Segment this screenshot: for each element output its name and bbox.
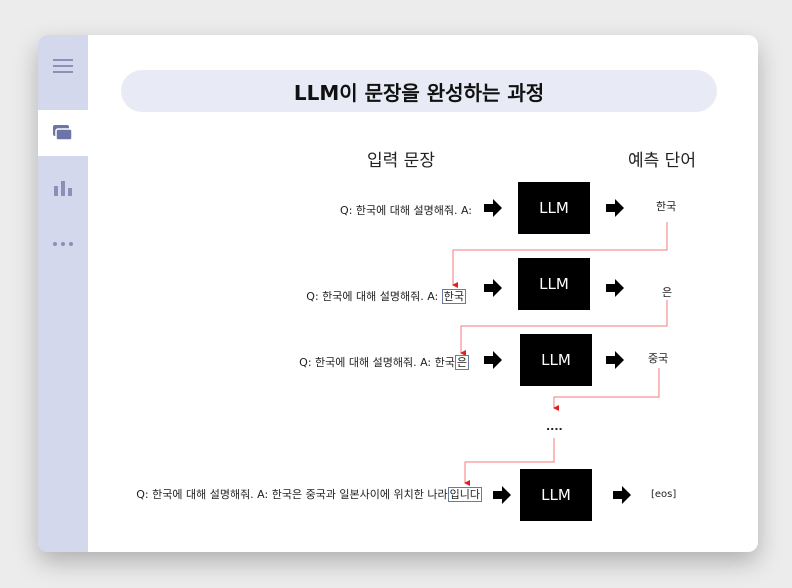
input-sentence-1: Q: 한국에 대해 설명해줘. A: — [340, 202, 472, 218]
more-icon[interactable] — [38, 221, 88, 267]
arrow-right-icon — [484, 199, 502, 217]
predicted-word-1: 한국 — [656, 200, 677, 213]
connector-2 — [460, 300, 668, 356]
prefix: Q: 한국에 대해 설명해줘. A: 한국은 중국과 일본사이에 위치한 나라 — [136, 488, 448, 501]
predicted-word-2: 은 — [662, 286, 673, 299]
sidebar — [38, 35, 88, 552]
new-token-highlight: 입니다 — [447, 487, 482, 502]
new-token-highlight: 한국 — [441, 289, 466, 304]
arrow-right-icon — [484, 279, 502, 297]
prefix: Q: 한국에 대해 설명해줘. A: — [340, 204, 472, 217]
llm-box: LLM — [520, 334, 592, 386]
slide-title: LLM이 문장을 완성하는 과정 — [121, 70, 717, 112]
ellipsis: .... — [546, 420, 563, 433]
arrow-right-icon — [484, 351, 502, 369]
chart-icon[interactable] — [38, 165, 88, 211]
arrow-right-icon — [606, 279, 624, 297]
llm-box: LLM — [520, 469, 592, 521]
input-header: 입력 문장 — [367, 151, 435, 171]
output-header: 예측 단어 — [628, 151, 696, 171]
arrow-right-icon — [606, 351, 624, 369]
input-sentence-2: Q: 한국에 대해 설명해줘. A: 한국 — [306, 288, 466, 304]
arrow-right-icon — [493, 486, 511, 504]
arrow-right-icon — [606, 199, 624, 217]
new-token-highlight: 은 — [454, 355, 469, 370]
prefix: Q: 한국에 대해 설명해줘. A: — [306, 290, 442, 303]
llm-box: LLM — [518, 182, 590, 234]
slide-card: LLM이 문장을 완성하는 과정 — [38, 35, 758, 552]
connector-4 — [464, 438, 555, 486]
llm-box: LLM — [518, 258, 590, 310]
menu-icon[interactable] — [38, 43, 88, 89]
predicted-word-3: 중국 — [648, 352, 669, 365]
connector-1 — [452, 222, 668, 288]
predicted-word-4: [eos] — [651, 489, 677, 500]
connector-3 — [553, 368, 660, 411]
slides-icon[interactable] — [38, 110, 88, 156]
prefix: Q: 한국에 대해 설명해줘. A: 한국 — [299, 356, 455, 369]
arrow-right-icon — [613, 486, 631, 504]
